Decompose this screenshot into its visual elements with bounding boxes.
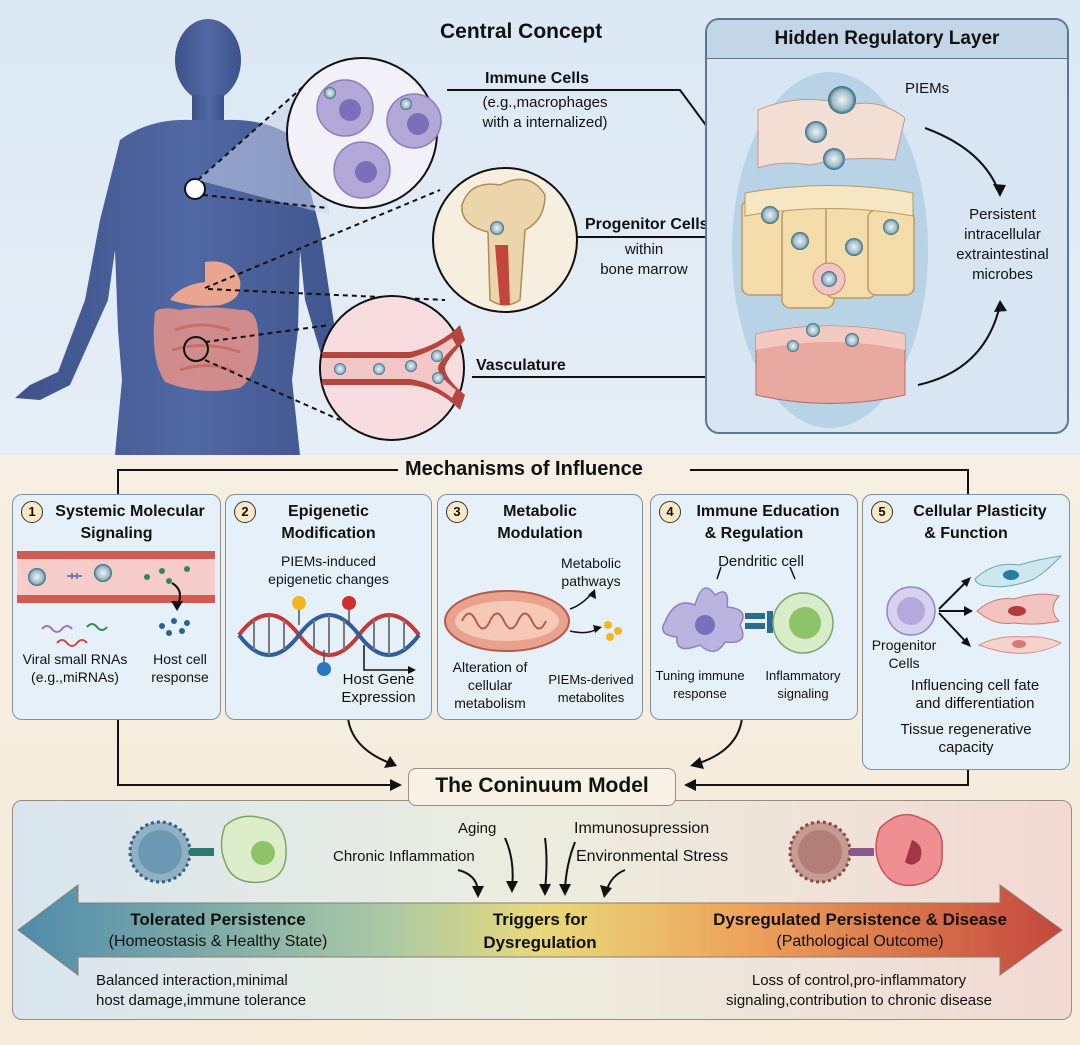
continuum-title: The Coninuum Model	[435, 774, 649, 797]
vasculature-label: Vasculature	[476, 357, 566, 374]
card-2-top-2: epigenetic changes	[268, 571, 389, 587]
left-desc-2: host damage,immune tolerance	[96, 992, 307, 1009]
card-1-title-line-2: Signaling	[80, 525, 153, 542]
piems-label: PIEMs	[905, 80, 950, 97]
hidden-desc-1: Persistent	[969, 206, 1036, 223]
hidden-desc-4: microbes	[972, 266, 1033, 283]
card-3-top-1: Metabolic	[561, 555, 621, 571]
card-4-right-1: Inflammatory	[765, 668, 841, 683]
cell-differentiation-icon	[886, 555, 1063, 654]
dna-helix-icon	[237, 596, 421, 676]
triggers-title-1: Triggers for	[492, 910, 588, 929]
card-1-right-2: response	[151, 669, 209, 685]
triggers-title-2: Dysregulation	[483, 933, 597, 952]
trigger-aging: Aging	[458, 820, 497, 837]
card-5-bottom-1: Tissue regenerative	[900, 721, 1032, 738]
trigger-chronic-inflammation: Chronic Inflammation	[333, 848, 475, 865]
card-3-title-line-2: Modulation	[497, 525, 583, 542]
card-4-top: Dendritic cell	[718, 553, 804, 570]
card-3-right-2: metabolites	[557, 690, 625, 705]
progenitor-cells-label: Progenitor Cells	[585, 216, 709, 233]
card-4-right-2: signaling	[777, 686, 829, 701]
mechanism-card-5: 5 Cellular Plasticity & Function Progeni…	[862, 494, 1070, 770]
immune-cells-desc-1: (e.g.,macrophages	[482, 94, 608, 111]
card-2-top-1: PIEMs-induced	[281, 553, 376, 569]
card-2-bottom-1: Host Gene	[342, 671, 415, 688]
dysregulated-title: Dysregulated Persistence & Disease	[713, 910, 1007, 929]
card-3-left-2: cellular	[467, 677, 513, 693]
card-3-right-1: PIEMs-derived	[548, 672, 634, 687]
hidden-layer-title: Hidden Regulatory Layer	[707, 20, 1067, 59]
card-4-title-line-1: Immune Education	[696, 503, 840, 520]
chest-marker	[184, 178, 206, 200]
card-3-title-line-1: Metabolic	[503, 503, 577, 520]
card-2-title-line-1: Epigenetic	[288, 503, 369, 520]
card-3-top-2: pathways	[561, 573, 621, 589]
stomach-icon	[170, 261, 241, 306]
card-3-left-3: metabolism	[454, 695, 526, 711]
card-5-mid-1: Influencing cell fate	[910, 677, 1040, 694]
mechanism-card-3: 3 Metabolic Modulation Metabolic pathway…	[437, 494, 643, 720]
card-1-left-2: (e.g.,miRNAs)	[31, 669, 119, 685]
card-number-2: 2	[234, 501, 256, 523]
hidden-desc-3: extraintestinal	[956, 246, 1049, 263]
immune-cells-label: Immune Cells	[485, 70, 590, 87]
progenitor-desc-1: within	[624, 241, 664, 258]
gut-marker	[183, 336, 209, 362]
card-5-title-line-2: & Function	[924, 525, 1008, 542]
card-1-left-1: Viral small RNAs	[22, 651, 128, 667]
card-5-bottom-2: capacity	[938, 739, 994, 756]
card-number-1: 1	[21, 501, 43, 523]
card-number-4: 4	[659, 501, 681, 523]
card-2-title-line-2: Modification	[281, 525, 376, 542]
tolerated-persistence-title: Tolerated Persistence	[130, 910, 306, 929]
progenitor-desc-2: bone marrow	[600, 261, 688, 278]
blood-vessel-icon	[17, 551, 215, 647]
card-1-right-1: Host cell	[153, 651, 207, 667]
hidden-desc-2: intracellular	[964, 226, 1041, 243]
card-5-title-line-1: Cellular Plasticity	[913, 503, 1047, 520]
mitochondria-icon	[444, 589, 622, 652]
card-5-left-2: Cells	[888, 655, 920, 671]
card-2-bottom-2: Expression	[341, 689, 416, 706]
tolerated-persistence-sub: (Homeostasis & Healthy State)	[108, 933, 328, 950]
mechanism-card-1: 1 Systemic Molecular Signaling Viral sma…	[12, 494, 221, 720]
card-number-5: 5	[871, 501, 893, 523]
continuum-title-box	[408, 768, 676, 806]
immune-cells-desc-2: with a internalized)	[482, 114, 608, 131]
bone-marrow-circle	[432, 167, 578, 313]
right-desc-1: Loss of control,pro-inflammatory	[751, 972, 967, 989]
card-number-3: 3	[446, 501, 468, 523]
mechanism-card-2: 2 Epigenetic Modification PIEMs-induced …	[225, 494, 432, 720]
mechanisms-title: Mechanisms of Influence	[405, 458, 643, 480]
card-4-left-1: Tuning immune	[655, 668, 745, 683]
dysregulated-sub: (Pathological Outcome)	[776, 933, 944, 950]
dendritic-cell-icon	[662, 567, 834, 654]
trigger-environmental-stress: Environmental Stress	[576, 848, 729, 865]
card-5-mid-2: and differentiation	[915, 695, 1035, 712]
card-5-left-1: Progenitor	[871, 637, 937, 653]
immune-cells-circle	[286, 57, 442, 209]
intestine-icon	[153, 307, 259, 391]
left-desc-1: Balanced interaction,minimal	[96, 972, 288, 989]
trigger-immunosupression: Immunosupression	[574, 820, 710, 837]
card-3-left-1: Alteration of	[452, 659, 528, 675]
card-4-title-line-2: & Regulation	[704, 525, 804, 542]
card-1-title-line-1: Systemic Molecular	[55, 503, 205, 520]
right-desc-2: signaling,contribution to chronic diseas…	[726, 992, 992, 1009]
central-concept-title: Central Concept	[440, 20, 603, 43]
card-4-left-2: response	[673, 686, 727, 701]
mechanism-card-4: 4 Immune Education & Regulation Dendriti…	[650, 494, 858, 720]
vasculature-circle	[319, 295, 465, 441]
